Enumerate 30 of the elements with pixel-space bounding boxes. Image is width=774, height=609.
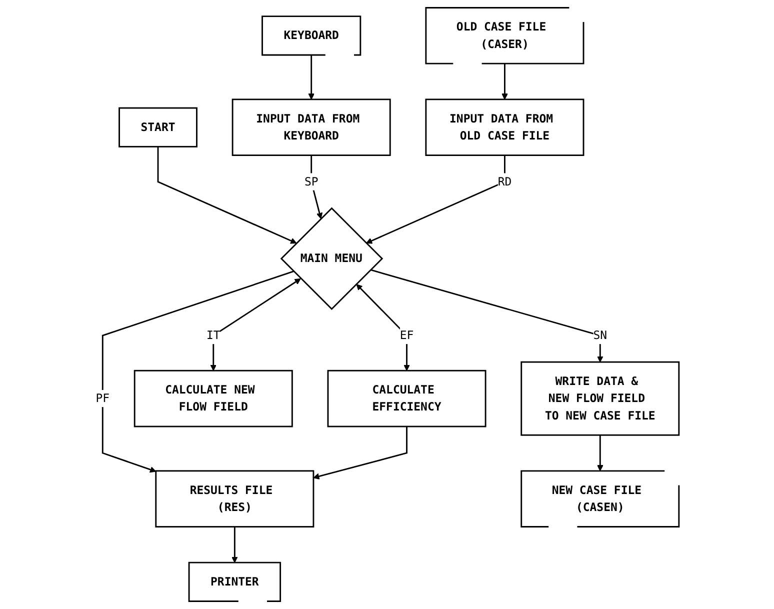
arrow: [366, 155, 506, 244]
arrow: [596, 435, 603, 472]
node-box: KEYBOARD: [261, 16, 361, 56]
arrow: [370, 269, 603, 362]
node-diamond: MAIN MENU: [280, 207, 383, 310]
arrow: [102, 270, 294, 473]
node-box: INPUT DATA FROM OLD CASE FILE: [424, 98, 584, 156]
node-box: OLD CASE FILE (CASER): [424, 7, 584, 64]
edge-label: RD: [497, 174, 512, 188]
node-box: RESULTS FILE (RES): [154, 470, 314, 528]
edge-label: IT: [206, 328, 220, 342]
arrow: [308, 55, 314, 100]
edge-label: PF: [95, 391, 110, 406]
arrow: [310, 155, 322, 219]
edge-label: SN: [592, 328, 607, 342]
node-box: NEW CASE FILE (CASEN): [520, 470, 680, 528]
node-box: INPUT DATA FROM KEYBOARD: [232, 98, 390, 156]
edge-label: SP: [304, 174, 318, 188]
node-box: START: [118, 107, 198, 148]
arrow: [156, 146, 296, 244]
edge-label: EF: [400, 328, 414, 342]
node-box: WRITE DATA & NEW FLOW FIELD TO NEW CASE FILE: [520, 361, 680, 436]
arrow: [356, 284, 410, 371]
node-box: CALCULATE EFFICIENCY: [326, 370, 486, 428]
arrow: [231, 526, 238, 563]
node-box: PRINTER: [188, 562, 281, 602]
arrow: [312, 426, 408, 480]
node-box: CALCULATE NEW FLOW FIELD: [134, 370, 293, 428]
arrow: [210, 278, 301, 371]
arrow: [501, 64, 508, 100]
